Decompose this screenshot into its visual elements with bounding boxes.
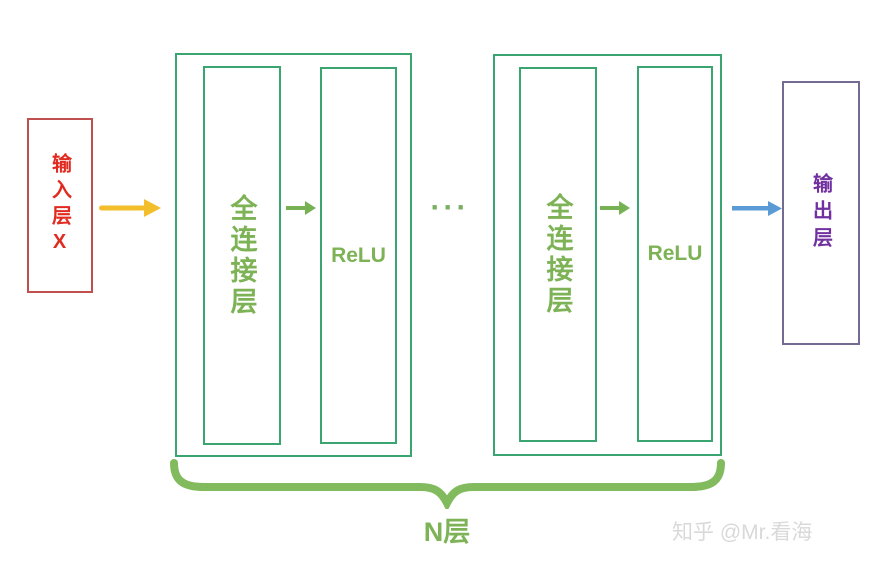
relu-box-2: ReLU — [637, 66, 713, 442]
fc-to-relu-arrow-icon-1 — [286, 201, 316, 215]
n-layers-brace-icon — [170, 459, 725, 512]
fc-layer-label-2: 全连接层 — [542, 192, 573, 317]
relu-box-1: ReLU — [320, 67, 397, 444]
n-layers-label: N层 — [423, 517, 471, 547]
fc-to-relu-arrow-icon-2 — [600, 201, 630, 215]
fc-layer-label-1: 全连接层 — [226, 193, 257, 318]
relu-label-2: ReLU — [647, 242, 703, 265]
input-layer-label: 输入层X — [48, 152, 71, 259]
relu-label-1: ReLU — [331, 243, 386, 267]
output-layer-label: 输出层 — [809, 172, 832, 254]
repeat-ellipsis: ··· — [430, 191, 470, 224]
fc-layer-box-2: 全连接层 — [519, 67, 597, 442]
watermark-text: 知乎 @Mr.看海 — [672, 521, 813, 544]
input-layer-box: 输入层X — [27, 118, 93, 293]
output-layer-box: 输出层 — [782, 81, 860, 345]
fc-layer-box-1: 全连接层 — [203, 66, 281, 445]
output-arrow-icon — [732, 200, 782, 217]
input-arrow-icon — [99, 199, 161, 217]
